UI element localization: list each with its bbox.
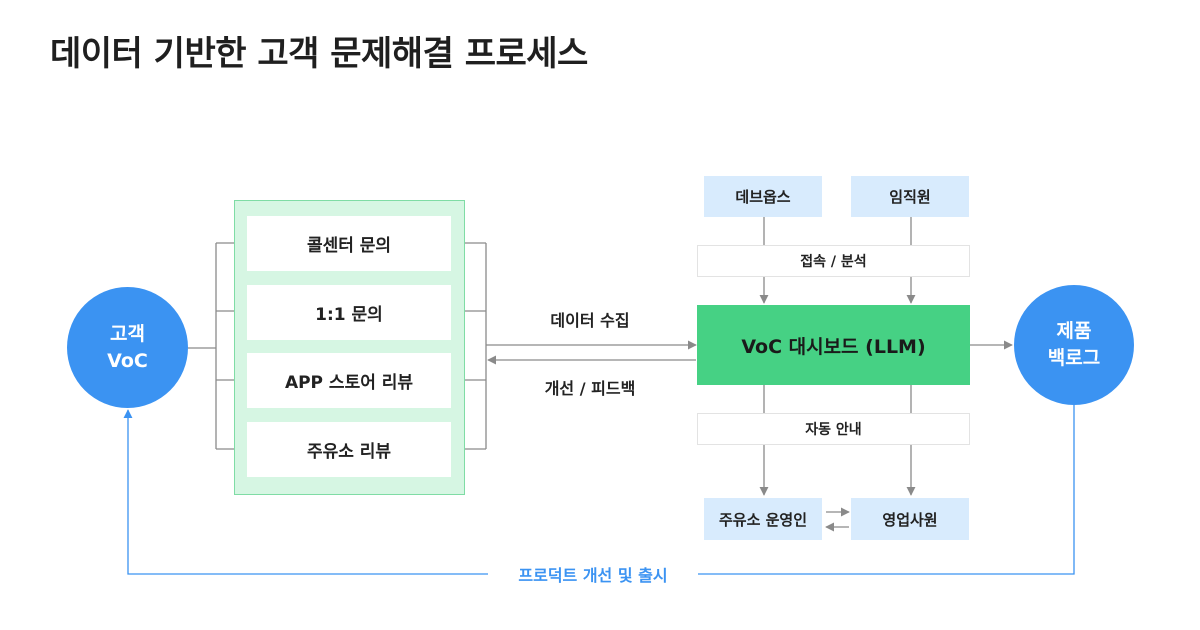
- voc-dashboard-label: VoC 대시보드 (LLM): [741, 335, 926, 358]
- employees-box: 임직원: [851, 176, 969, 217]
- channel-label: 콜센터 문의: [306, 236, 392, 256]
- channel-gas-station-review: 주유소 리뷰: [247, 422, 451, 477]
- employees-label: 임직원: [889, 188, 931, 206]
- channel-label: 주유소 리뷰: [306, 442, 392, 462]
- gas-station-operator-label: 주유소 운영인: [718, 510, 808, 529]
- voc-dashboard-box: VoC 대시보드 (LLM): [697, 305, 970, 385]
- channel-call-center: 콜센터 문의: [247, 216, 451, 271]
- voc-label: VoC: [107, 349, 148, 372]
- improvement-feedback-label: 개선 / 피드백: [510, 374, 670, 400]
- data-collection-label: 데이터 수집: [520, 306, 660, 332]
- sales-rep-label: 영업사원: [882, 510, 938, 529]
- channel-label: 1:1 문의: [315, 305, 383, 325]
- auto-notice-label: 자동 안내: [805, 422, 862, 438]
- product-backlog-node: 제품 백로그: [1014, 285, 1134, 405]
- channel-one-on-one: 1:1 문의: [247, 285, 451, 340]
- devops-label: 데브옵스: [735, 188, 791, 206]
- page-title: 데이터 기반한 고객 문제해결 프로세스: [50, 34, 588, 74]
- channel-app-store-review: APP 스토어 리뷰: [247, 353, 451, 408]
- product-release-text: 프로덕트 개선 및 출시: [518, 566, 668, 585]
- data-collection-text: 데이터 수집: [550, 311, 630, 330]
- product-release-loop-label: 프로덕트 개선 및 출시: [488, 561, 698, 587]
- access-analysis-label: 접속 / 분석: [800, 254, 867, 270]
- auto-notice-bar: 자동 안내: [697, 413, 970, 445]
- backlog-line1: 제품: [1056, 320, 1092, 343]
- access-analysis-bar: 접속 / 분석: [697, 245, 970, 277]
- channel-label: APP 스토어 리뷰: [284, 373, 414, 393]
- sales-rep-box: 영업사원: [851, 498, 969, 540]
- devops-box: 데브옵스: [704, 176, 822, 217]
- customer-label: 고객: [110, 322, 145, 345]
- customer-voc-node: 고객 VoC: [67, 287, 188, 408]
- gas-station-operator-box: 주유소 운영인: [704, 498, 822, 540]
- improvement-feedback-text: 개선 / 피드백: [544, 379, 636, 398]
- backlog-line2: 백로그: [1047, 347, 1101, 369]
